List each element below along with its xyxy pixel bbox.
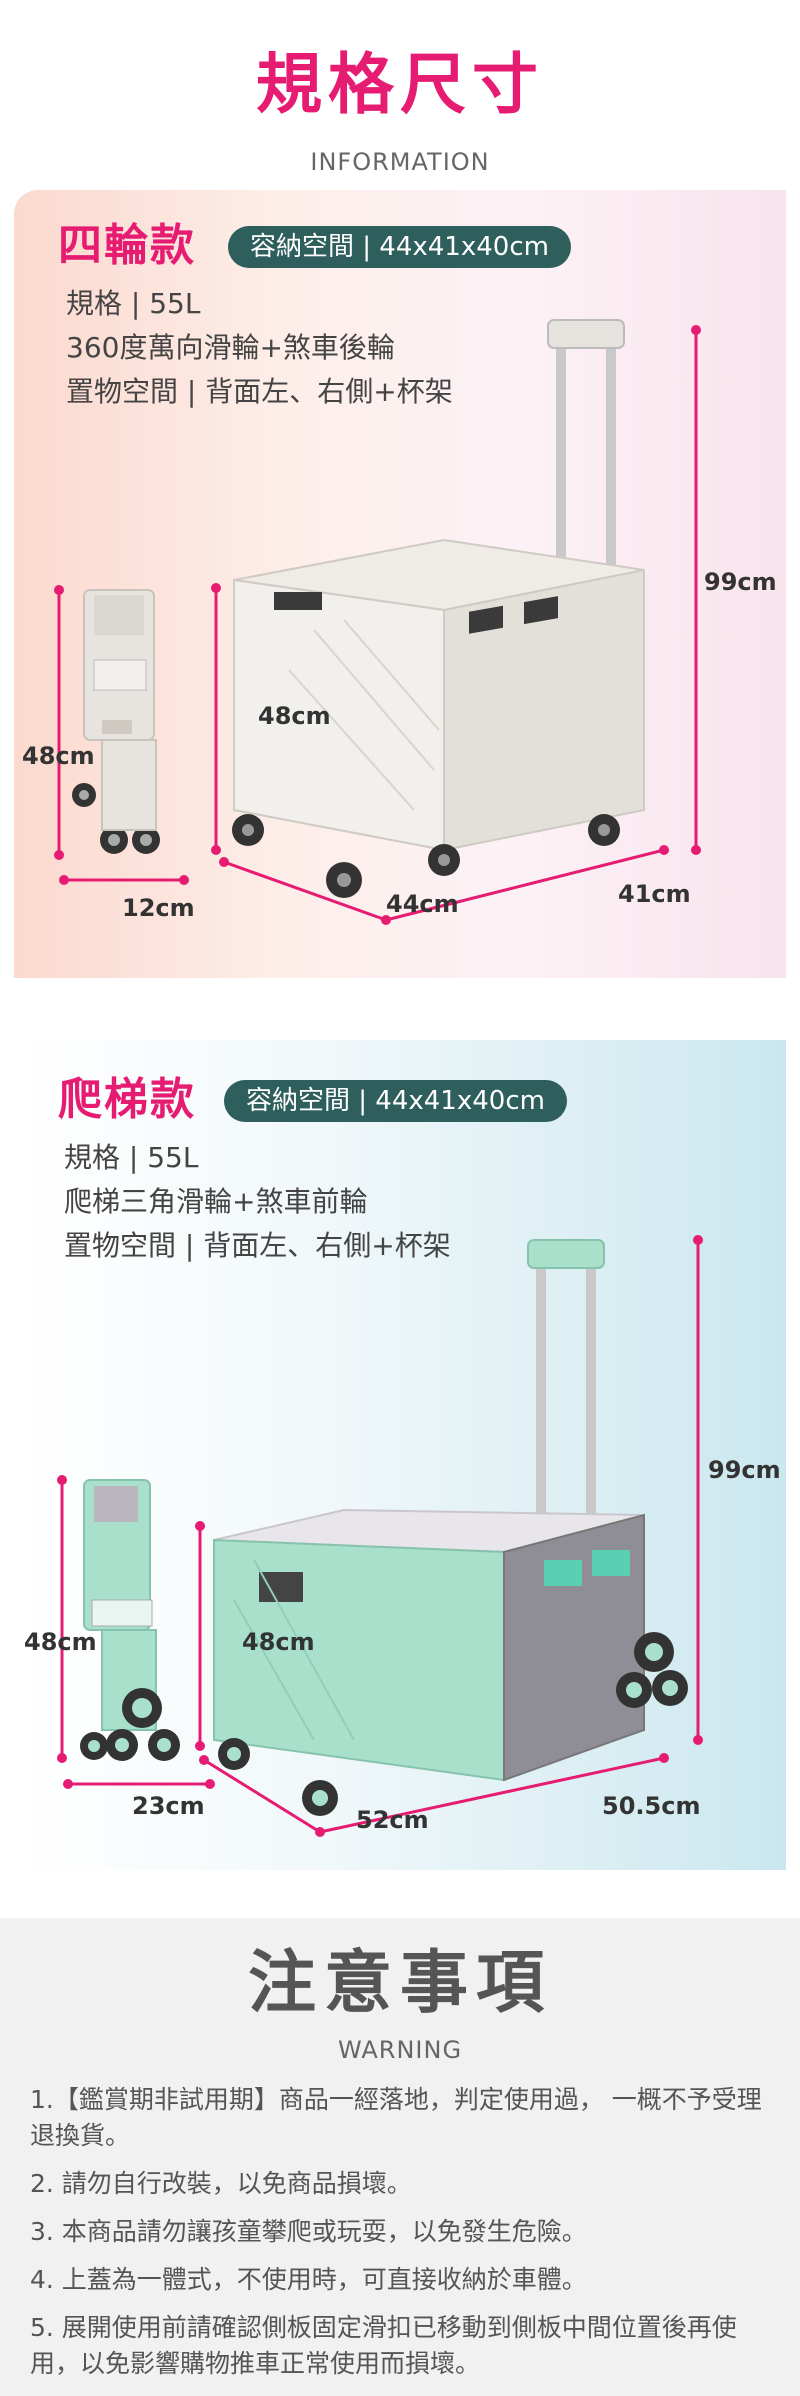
page-subtitle: INFORMATION (310, 148, 490, 176)
model2-folded-height: 48cm (24, 1628, 97, 1656)
model1-height: 48cm (258, 702, 331, 730)
cart-image (232, 319, 645, 898)
model1-name: 四輪款 (58, 220, 196, 271)
folded-cart-image (72, 589, 160, 854)
cart-image (213, 1239, 688, 1816)
model2-section: 爬梯款 容納空間 | 44x41x40cm 規格 | 55L 爬梯三角滑輪+煞車… (14, 1040, 786, 1870)
model1-width: 44cm (386, 890, 459, 918)
model2-spec-1: 規格 | 55L (64, 1141, 199, 1174)
warning-item-3: 3. 本商品請勿讓孩童攀爬或玩耍，以免發生危險。 (30, 2217, 587, 2246)
model2-diagram (57, 1235, 703, 1837)
model1-spec-1: 規格 | 55L (66, 287, 201, 320)
model2-total-height: 99cm (708, 1456, 781, 1484)
model1-total-height: 99cm (704, 568, 777, 596)
model2-folded-depth: 23cm (132, 1792, 205, 1820)
model2-spec-2: 爬梯三角滑輪+煞車前輪 (64, 1185, 368, 1218)
model1-spec-3: 置物空間 | 背面左、右側+杯架 (66, 375, 453, 408)
warning-subtitle: WARNING (337, 2036, 463, 2064)
model1-folded-depth: 12cm (122, 894, 195, 922)
warning-item-1: 1.【鑑賞期非試用期】商品一經落地，判定使用過， 一概不予受理退換貨。 (30, 2085, 762, 2150)
model2-depth: 50.5cm (602, 1792, 701, 1820)
model1-folded-height: 48cm (22, 742, 95, 770)
folded-cart-image (80, 1479, 180, 1761)
warning-item-2: 2. 請勿自行改裝，以免商品損壞。 (30, 2169, 412, 2198)
model1-section: 四輪款 容納空間 | 44x41x40cm 規格 | 55L 360度萬向滑輪+… (14, 190, 786, 978)
warning-title: 注意事項 (247, 1944, 552, 2023)
page-title: 規格尺寸 (256, 46, 544, 123)
model2-name: 爬梯款 (58, 1074, 196, 1125)
model1-capacity-pill: 容納空間 | 44x41x40cm (228, 226, 571, 268)
warning-section (0, 1918, 800, 2396)
model1-spec-2: 360度萬向滑輪+煞車後輪 (66, 331, 395, 364)
warning-list: 1.【鑑賞期非試用期】商品一經落地，判定使用過， 一概不予受理退換貨。 2. 請… (30, 2082, 770, 2394)
warning-item-5: 5. 展開使用前請確認側板固定滑扣已移動到側板中間位置後再使用，以免影響購物推車… (30, 2313, 737, 2378)
warning-item-4: 4. 上蓋為一體式，不使用時，可直接收納於車體。 (30, 2265, 587, 2294)
model2-width: 52cm (356, 1806, 429, 1834)
model2-spec-3: 置物空間 | 背面左、右側+杯架 (64, 1229, 451, 1262)
model2-height: 48cm (242, 1628, 315, 1656)
model1-diagram (54, 319, 701, 925)
model2-capacity-pill: 容納空間 | 44x41x40cm (224, 1080, 567, 1122)
model1-depth: 41cm (618, 880, 691, 908)
